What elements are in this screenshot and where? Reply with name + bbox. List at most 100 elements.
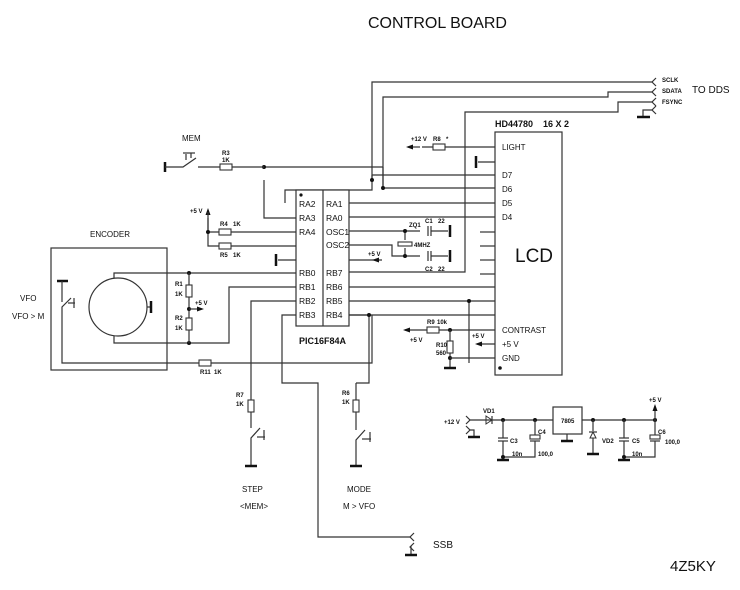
resistor-r3: [219, 163, 233, 171]
mcu-pin-rb7: RB7: [326, 268, 343, 278]
r8-value: *: [446, 137, 449, 143]
capacitor-c3: [498, 420, 508, 457]
mem-switch-label: MEM: [182, 134, 201, 143]
lcd-pin-5v: +5 V: [502, 340, 519, 349]
c4-value: 100,0: [538, 452, 554, 458]
mcu-pin-rb1: RB1: [299, 282, 316, 292]
c3-ref: C3: [510, 439, 518, 445]
r10-value: 560: [436, 351, 447, 357]
r11-ref: R11: [200, 370, 211, 376]
r9-ref: R9: [427, 320, 435, 326]
zener-vd2: [587, 420, 599, 456]
r1-ref: R1: [175, 282, 183, 288]
r8-rail: +12 V: [411, 137, 427, 143]
resistor-r6: [352, 399, 360, 413]
mcu-name: PIC16F84A: [299, 336, 347, 346]
lcd-model: HD44780: [495, 119, 533, 129]
author-callsign: 4Z5KY: [670, 558, 716, 575]
lcd-pin-d4: D4: [502, 213, 513, 222]
r7-ref: R7: [236, 393, 244, 399]
resistor-r2: [185, 317, 193, 331]
lcd-unused-pins: [480, 231, 495, 275]
mcu-pin-rb5: RB5: [326, 296, 343, 306]
c1-ref: C1: [425, 219, 433, 225]
dds-signal-fsync: FSYNC: [662, 100, 683, 106]
encoder-label: ENCODER: [90, 230, 130, 239]
lcd-label: LCD: [515, 246, 553, 267]
zq1-value: 4MHZ: [414, 243, 431, 249]
r9-value: 10k: [437, 320, 448, 326]
output-rail-label: +5 V: [649, 398, 662, 404]
vfo-sub-label: VFO > M: [12, 312, 45, 321]
capacitor-c6: [624, 420, 661, 458]
mem-switch[interactable]: [163, 152, 197, 172]
r5-value: 1K: [233, 253, 241, 259]
encoder-box: [50, 247, 168, 371]
r3-ref: R3: [222, 151, 230, 157]
dds-signal-sdata: SDATA: [662, 89, 682, 95]
lcd-vdd-rail: +5 V: [472, 334, 485, 340]
c3-value: 10n: [512, 452, 523, 458]
vd2-ref: VD2: [602, 439, 614, 445]
encoder-wheel[interactable]: [88, 277, 148, 337]
r4-value: 1K: [233, 222, 241, 228]
dds-label: TO DDS: [692, 85, 730, 96]
step-label: STEP: [242, 485, 263, 494]
c6-value: 100,0: [665, 440, 681, 446]
mcu-pin-osc2: OSC2: [326, 240, 349, 250]
c2-ref: C2: [425, 267, 433, 273]
diode-vd1: [485, 415, 493, 425]
c5-value: 10n: [632, 452, 643, 458]
c4-ref: C4: [538, 430, 546, 436]
lcd-pin-d5: D5: [502, 199, 513, 208]
r10-ref: R10: [436, 343, 448, 349]
capacitor-c4: [503, 420, 541, 458]
mode-switch[interactable]: [350, 412, 371, 468]
mcu-pin-rb4: RB4: [326, 310, 343, 320]
diagram-title: CONTROL BOARD: [368, 15, 507, 32]
mcu-pin-ra2: RA2: [299, 199, 316, 209]
r9-rail: +5 V: [410, 338, 423, 344]
r2-value: 1K: [175, 326, 183, 332]
ssb-label: SSB: [433, 540, 453, 551]
ssb-connector: [405, 532, 417, 557]
c2-value: 22: [438, 267, 445, 273]
lcd-pin-d6: D6: [502, 185, 513, 194]
mcu-vdd-rail: +5 V: [368, 252, 381, 258]
lcd-module: [494, 131, 563, 376]
mcu-pin-rb6: RB6: [326, 282, 343, 292]
r8-ref: R8: [433, 137, 441, 143]
r1-value: 1K: [175, 292, 183, 298]
lcd-pin-light: LIGHT: [502, 143, 526, 152]
c6-ref: C6: [658, 430, 666, 436]
dds-signal-sclk: SCLK: [662, 78, 679, 84]
lcd-pin-gnd: GND: [502, 354, 520, 363]
resistor-r9: [426, 326, 440, 334]
resistor-r5: [218, 242, 232, 250]
mcu-pin-rb2: RB2: [299, 296, 316, 306]
resistor-r10: [446, 340, 454, 354]
mode-label: MODE: [347, 485, 371, 494]
power-input-label: +12 V: [444, 420, 460, 426]
vfo-switch[interactable]: [57, 279, 75, 317]
r5-ref: R5: [220, 253, 228, 259]
r1-r2-rail: +5 V: [195, 301, 208, 307]
resistor-r8: [432, 143, 446, 151]
mcu-pin-ra0: RA0: [326, 213, 343, 223]
power-input-connector: [465, 415, 480, 439]
resistor-r11: [198, 359, 212, 367]
capacitor-c5: [619, 420, 629, 457]
lcd-pin-d7: D7: [502, 171, 513, 180]
r4-rail: +5 V: [190, 209, 203, 215]
regulator-label: 7805: [561, 419, 575, 425]
zq1-ref: ZQ1: [409, 223, 421, 229]
step-sub-label: <MEM>: [240, 502, 268, 511]
crystal-zq1: [397, 241, 413, 247]
vfo-label: VFO: [20, 294, 36, 303]
mcu-pin-osc1: OSC1: [326, 227, 349, 237]
lcd-pin-contrast: CONTRAST: [502, 326, 546, 335]
step-switch[interactable]: [245, 412, 265, 468]
vd1-ref: VD1: [483, 409, 495, 415]
mode-sub-label: M > VFO: [343, 502, 375, 511]
